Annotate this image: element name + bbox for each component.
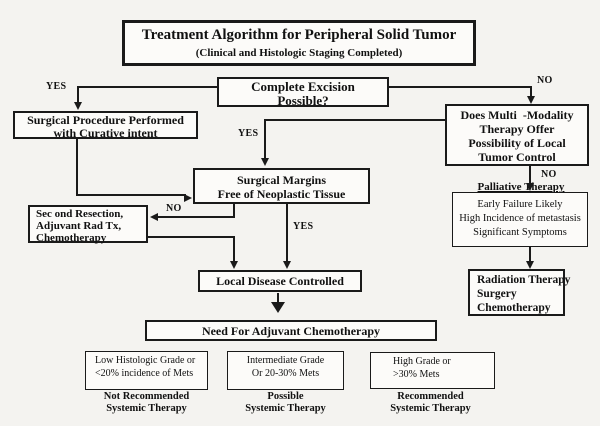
node-early-failure: Early Failure Likely High Incidence of m…	[452, 192, 588, 247]
connector-margins-no-h	[158, 216, 235, 218]
edge-label-no-resection: NO	[166, 203, 182, 214]
node-text: Possible?	[277, 93, 329, 108]
label-text: Systemic Therapy	[106, 403, 187, 414]
arrowhead-to-margins-top	[261, 158, 269, 166]
label-text: Systemic Therapy	[245, 403, 326, 414]
node-local-disease-controlled: Local Disease Controlled	[198, 270, 362, 292]
node-text: Tumor Control	[478, 150, 556, 164]
node-text: >30% Mets	[393, 368, 440, 380]
connector-resection-h	[148, 236, 235, 238]
palliative-therapy-heading: Palliative Therapy	[477, 181, 565, 193]
connector-multimodality-no-v	[529, 166, 531, 185]
arrowhead-yes-to-local	[283, 261, 291, 269]
node-text: Local Disease Controlled	[216, 274, 344, 288]
edge-label-no-palliative: NO	[541, 169, 557, 180]
connector-margins-no-v	[233, 204, 235, 218]
node-high-grade: High Grade or >30% Mets	[370, 352, 495, 389]
page-title: Treatment Algorithm for Peripheral Solid…	[141, 27, 457, 43]
arrowhead-to-multimodality	[527, 96, 535, 104]
node-text: Significant Symptoms	[473, 227, 567, 238]
page-subtitle: (Clinical and Histologic Staging Complet…	[195, 47, 403, 59]
connector-procedure-v	[76, 139, 78, 196]
node-radiation-surgery-chemo: Radiation Therapy Surgery Chemotherapy	[468, 269, 571, 316]
arrowhead-resection-to-local	[230, 261, 238, 269]
connector-excision-no-v	[530, 86, 532, 98]
arrowhead-to-need-chemo	[271, 302, 285, 313]
node-text: Adjuvant Rad Tx,	[36, 220, 122, 232]
arrowhead-to-resection	[150, 213, 158, 221]
connector-resection-v	[233, 236, 235, 263]
node-text: High Grade or	[393, 356, 451, 367]
connector-failure-v	[529, 247, 531, 263]
connector-excision-no-h	[389, 86, 532, 88]
connector-local-to-need-v	[277, 293, 279, 304]
label-text: Systemic Therapy	[390, 403, 471, 414]
node-text: Early Failure Likely	[477, 199, 563, 210]
node-text: Surgery	[477, 288, 517, 300]
node-text: Or 20-30% Mets	[251, 367, 320, 379]
node-text: Radiation Therapy	[477, 274, 571, 286]
connector-procedure-h	[76, 194, 186, 196]
label-text: Recommended	[397, 391, 464, 402]
edge-label-yes-margins: YES	[293, 221, 314, 232]
edge-label-yes-left: YES	[46, 81, 67, 92]
node-text: Low Histologic Grade or	[95, 355, 196, 366]
connector-margins-yes-v	[286, 204, 288, 263]
node-text: Free of Neoplastic Tissue	[217, 187, 346, 201]
node-text: with Curative intent	[53, 126, 158, 140]
connector-multimodality-yes-v	[264, 119, 266, 160]
node-text: Sec ond Resection,	[36, 208, 124, 220]
edge-label-yes-mid: YES	[238, 128, 259, 139]
node-text: Chemotherapy	[477, 302, 551, 314]
node-text: Possibility of Local	[468, 136, 566, 150]
node-text: Intermediate Grade	[246, 355, 325, 366]
node-surgical-procedure: Surgical Procedure Performed with Curati…	[13, 111, 198, 140]
label-text: Not Recommended	[103, 391, 190, 402]
node-surgical-margins: Surgical Margins Free of Neoplastic Tiss…	[193, 168, 370, 204]
connector-multimodality-yes-h	[265, 119, 445, 121]
arrowhead-to-palliative	[526, 183, 534, 191]
node-multi-modality: Does Multi -Modality Therapy Offer Possi…	[445, 104, 589, 166]
node-intermediate-grade: Intermediate Grade Or 20-30% Mets	[227, 351, 344, 390]
node-text: Chemotherapy	[36, 232, 107, 244]
node-text: Surgical Margins	[237, 173, 326, 187]
label-text: Possible	[267, 391, 304, 402]
node-low-grade: Low Histologic Grade or <20% incidence o…	[85, 351, 208, 390]
label-recommended: Recommended Systemic Therapy	[368, 391, 493, 415]
connector-excision-yes-v	[77, 86, 79, 103]
node-need-adjuvant-chemo: Need For Adjuvant Chemotherapy	[145, 320, 437, 341]
node-text: <20% incidence of Mets	[95, 367, 194, 379]
node-text: Does Multi -Modality	[460, 108, 574, 122]
arrowhead-to-procedure	[74, 102, 82, 110]
node-text: Complete Excision	[251, 79, 355, 94]
label-possible: Possible Systemic Therapy	[227, 391, 344, 415]
connector-excision-yes-h	[78, 86, 217, 88]
node-second-resection: Sec ond Resection, Adjuvant Rad Tx, Chem…	[28, 205, 148, 244]
node-text: Need For Adjuvant Chemotherapy	[201, 324, 381, 338]
edge-label-no-right: NO	[537, 75, 553, 86]
node-text: Surgical Procedure Performed	[27, 113, 184, 127]
node-text: High Incidence of metastasis	[459, 213, 581, 224]
arrowhead-to-margins-left	[184, 194, 192, 202]
node-text: Therapy Offer	[479, 122, 555, 136]
label-not-recommended: Not Recommended Systemic Therapy	[85, 391, 208, 415]
title-box: Treatment Algorithm for Peripheral Solid…	[122, 20, 476, 66]
arrowhead-to-radiation	[526, 261, 534, 269]
node-complete-excision: Complete Excision Possible?	[217, 77, 389, 108]
